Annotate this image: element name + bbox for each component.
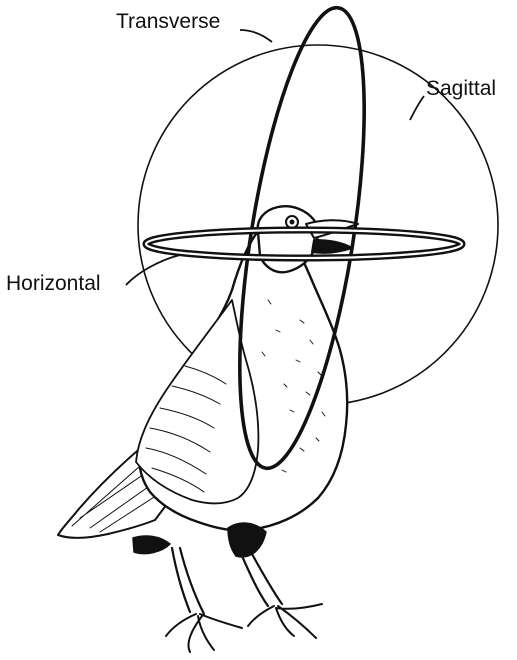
bird-thigh-left — [133, 536, 170, 554]
bird-foot-left — [166, 614, 242, 652]
bird-foot-right — [248, 604, 322, 638]
transverse-leader-line — [240, 30, 272, 42]
bird-leg-left — [172, 548, 204, 614]
horizontal-leader-line — [126, 255, 180, 285]
transverse-label: Transverse — [116, 10, 220, 33]
bird-thigh-right — [228, 523, 266, 557]
bird-illustration — [58, 206, 358, 652]
sagittal-label: Sagittal — [426, 77, 496, 100]
bird-eye-pupil — [290, 220, 295, 225]
bird-leg-right — [242, 554, 282, 606]
horizontal-label: Horizontal — [6, 272, 101, 295]
sagittal-leader-line — [410, 96, 424, 120]
